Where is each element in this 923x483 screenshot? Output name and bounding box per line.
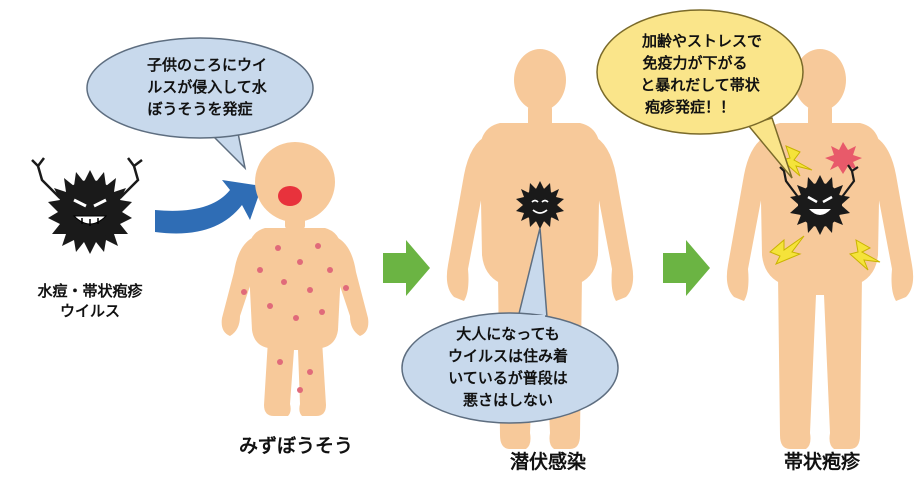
stage-arrow-2: [663, 240, 710, 296]
bubble-childhood-line-3: ぼうそうを発症: [147, 100, 252, 118]
pain-burst-icon: [825, 142, 862, 174]
angry-virus-icon: [779, 164, 859, 235]
lightning-icons: [769, 145, 881, 271]
infection-arrow: [155, 180, 262, 234]
stage-arrow-1: [383, 240, 430, 296]
bubble-childhood-line-1: 子供のころにウイ: [147, 56, 267, 74]
bubble-latent-line-2: ウイルスは住み着: [448, 347, 568, 365]
child-mouth: [278, 186, 302, 206]
sleeping-virus-icon: [516, 181, 564, 229]
bubble-latent-line-4: 悪さはしない: [463, 391, 553, 409]
bubble-shingles-line-2: 免疫力が下がる: [642, 54, 747, 72]
bubble-latent-line-1: 大人になっても: [456, 325, 560, 343]
chickenpox-rash: [241, 243, 349, 393]
bubble-shingles-line-1: 加齢やストレスで: [641, 32, 762, 50]
caption-shingles: 帯状疱疹: [784, 450, 861, 473]
virus-icon: [31, 157, 143, 254]
caption-latent-infection: 潜伏感染: [510, 450, 586, 473]
bubble-shingles-line-3: と暴れだして帯状: [640, 76, 761, 94]
speech-bubble-shingles: [596, 9, 804, 179]
caption-chickenpox: みずぼうそう: [239, 435, 353, 457]
speech-bubble-latent: [401, 227, 619, 424]
child-figure: [221, 142, 369, 416]
virus-label-line1: 水痘・帯状疱疹: [37, 282, 143, 300]
bubble-childhood-line-2: ルスが侵入して水: [147, 78, 268, 96]
speech-bubble-childhood: [86, 37, 314, 171]
bubble-latent-line-3: いているが普段は: [448, 369, 568, 387]
bubble-shingles-line-4: 疱疹発症！！: [645, 98, 735, 116]
virus-label-line2: ウイルス: [60, 302, 120, 320]
